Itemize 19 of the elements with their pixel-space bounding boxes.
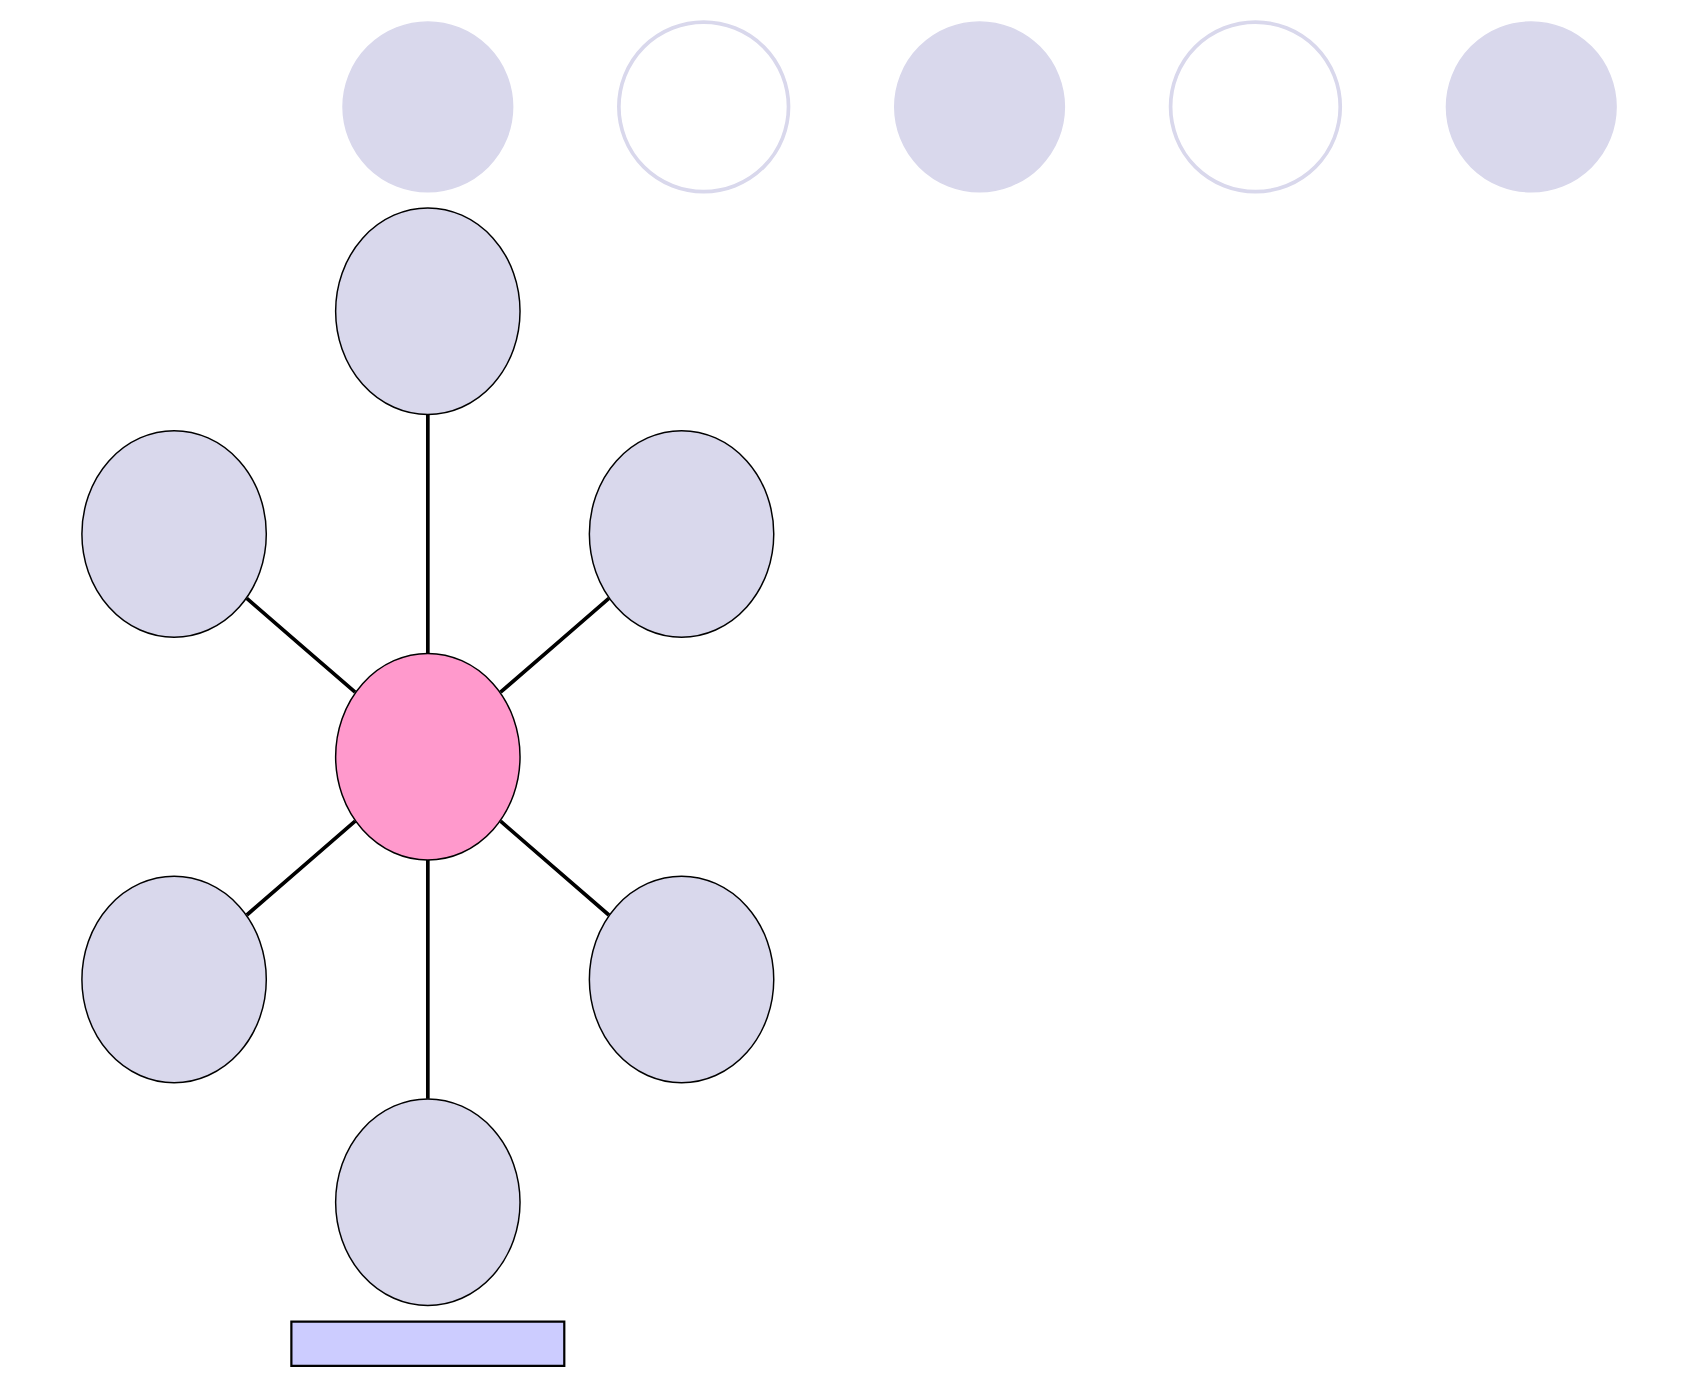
node-circle xyxy=(342,21,514,193)
connector xyxy=(499,597,611,694)
connector xyxy=(499,819,611,917)
node-box xyxy=(290,1320,566,1368)
node-ellipse xyxy=(334,207,521,416)
node-circle xyxy=(1168,20,1343,194)
node-ellipse xyxy=(81,429,268,638)
node-ellipse xyxy=(588,429,775,638)
connector xyxy=(245,597,357,694)
node-ellipse xyxy=(334,1098,521,1307)
node-ellipse xyxy=(334,652,521,861)
connector xyxy=(426,860,430,1099)
node-ellipse xyxy=(588,875,775,1084)
node-circle xyxy=(617,20,791,194)
connector xyxy=(426,414,430,654)
node-circle xyxy=(894,21,1066,193)
node-ellipse xyxy=(81,875,268,1084)
node-circle xyxy=(1445,21,1617,193)
connector xyxy=(245,819,357,917)
